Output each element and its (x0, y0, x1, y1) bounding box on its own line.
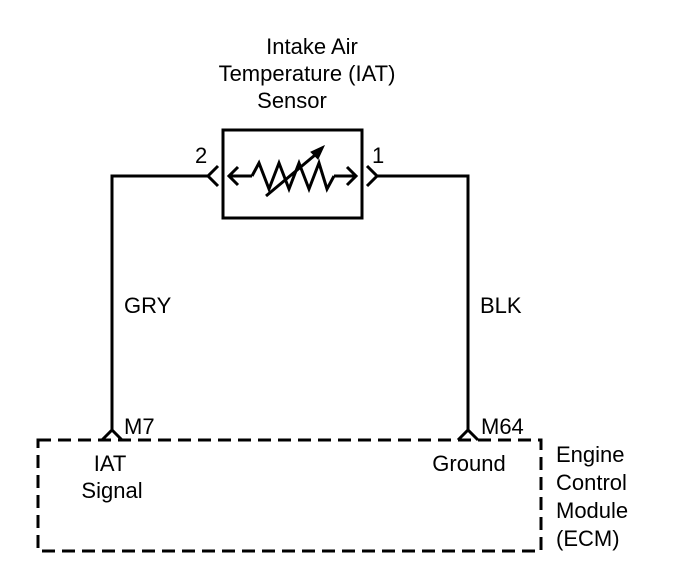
sensor-connector-right (365, 164, 380, 188)
ecm-iat-signal-line-1: IAT (94, 451, 127, 476)
sensor-title-line-2: Temperature (IAT) (219, 61, 396, 86)
ecm-pin-m64-label: M64 (481, 414, 524, 439)
sensor-title-line-3: Sensor (257, 88, 327, 113)
sensor-connector-left (205, 164, 220, 188)
thermistor-symbol (226, 144, 359, 198)
ecm-module-name: Engine Control Module (ECM) (556, 442, 628, 551)
ecm-module-box (36, 438, 543, 553)
wire-gry (110, 174, 208, 430)
ecm-pin-m7-label: M7 (124, 414, 155, 439)
wire-gry-label: GRY (124, 293, 172, 318)
ecm-module-name-line-3: Module (556, 498, 628, 523)
sensor-title-line-1: Intake Air (266, 34, 358, 59)
ecm-module-name-line-4: (ECM) (556, 526, 620, 551)
wire-blk (377, 174, 470, 430)
ecm-iat-signal-line-2: Signal (81, 478, 142, 503)
ecm-connector-m64 (456, 427, 480, 442)
wire-blk-label: BLK (480, 293, 522, 318)
ecm-module-name-line-1: Engine (556, 442, 625, 467)
sensor-title: Intake Air Temperature (IAT) Sensor (219, 34, 396, 113)
ecm-ground-label: Ground (432, 451, 505, 476)
sensor-pin-1-label: 1 (372, 143, 384, 168)
sensor-box (221, 128, 364, 220)
ecm-connector-m7 (100, 427, 124, 442)
sensor-pin-2-label: 2 (195, 143, 207, 168)
ecm-module-name-line-2: Control (556, 470, 627, 495)
